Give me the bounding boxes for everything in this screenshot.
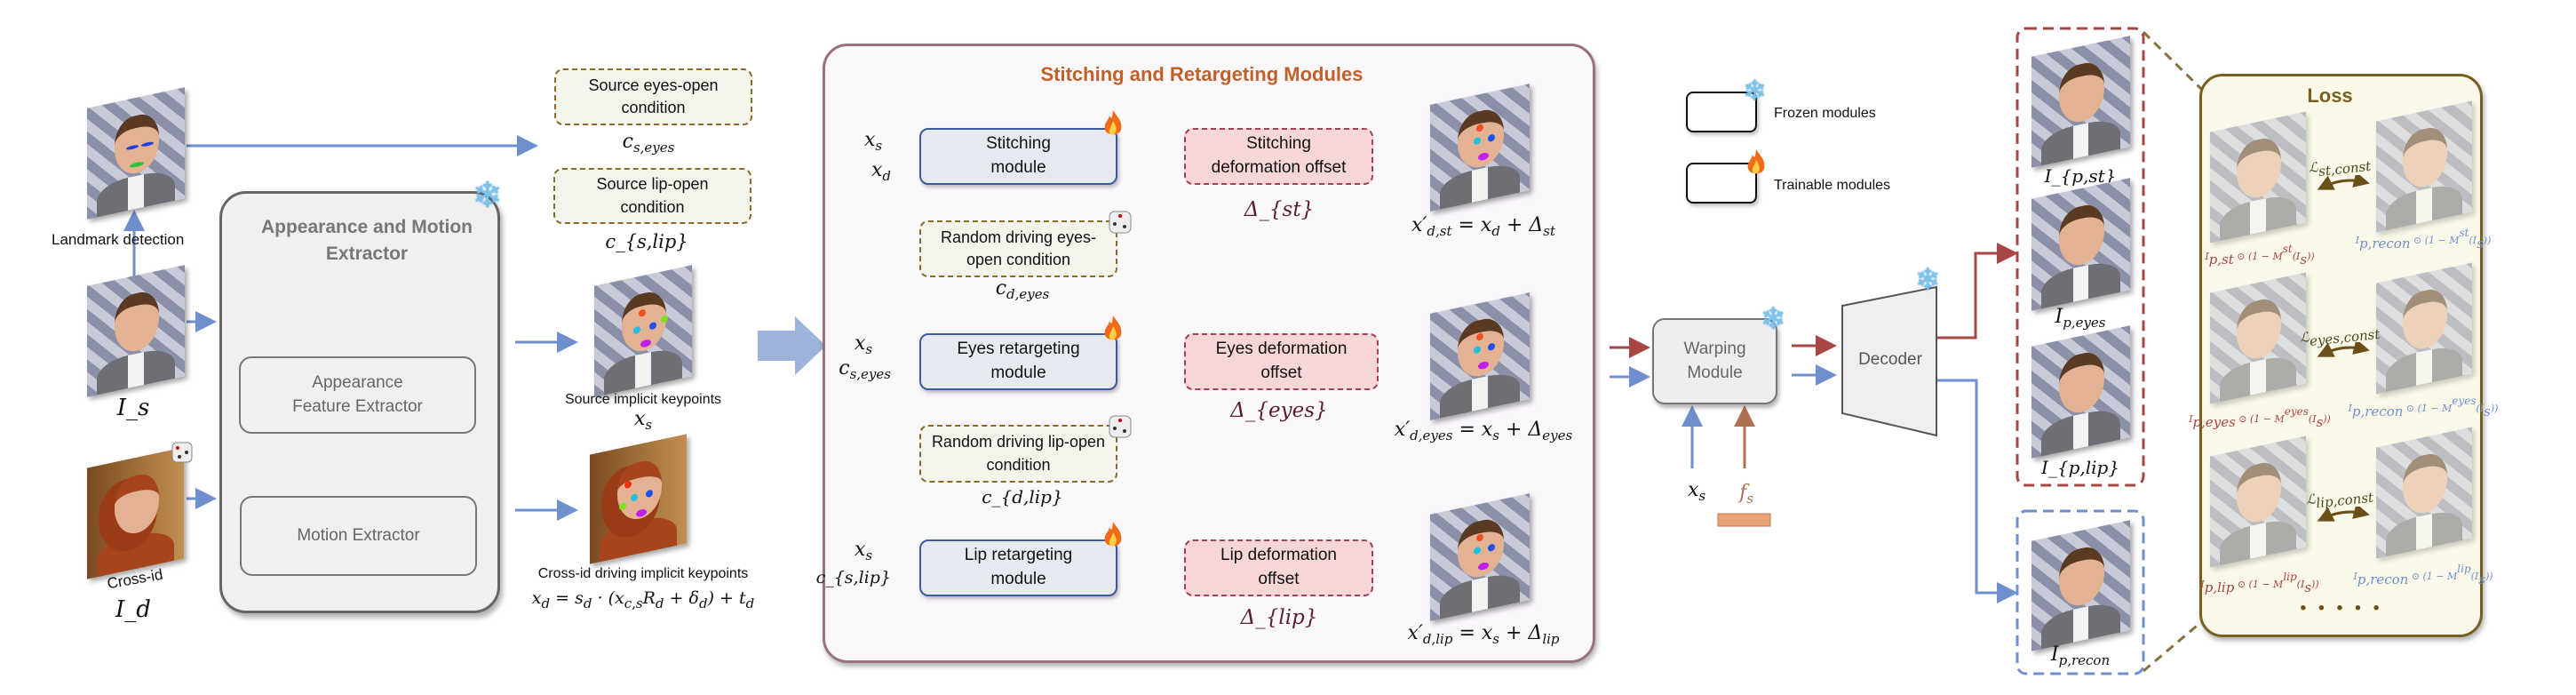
retargeted-keypoints-image	[1430, 292, 1530, 420]
warping-module: Warping Module	[1652, 318, 1777, 404]
c-d-eyes-label: cd,eyes	[995, 277, 1050, 302]
random-eyes-condition: Random driving eyes-open condition	[919, 220, 1117, 277]
source-image	[87, 265, 185, 397]
dice-icon	[1109, 211, 1132, 234]
fire-icon	[1104, 522, 1122, 547]
output-eyes-label: Ip,eyes	[2055, 306, 2106, 331]
output-recon-label: Ip,recon	[2050, 643, 2111, 668]
output-image-lip	[2031, 325, 2130, 459]
c-s-eyes-label: cs,eyes	[622, 131, 675, 156]
landmark-image	[87, 87, 185, 220]
keypoint-equation: x′d,eyes = xs + Δeyes	[1394, 419, 1573, 443]
driving-keypoints-image	[590, 434, 687, 564]
loss-title: Loss	[2307, 84, 2353, 107]
outputs-blue-box	[2015, 509, 2145, 675]
snowflake-icon: ❄	[473, 176, 503, 215]
decoder-label: Decoder	[1858, 350, 1922, 369]
driving-image-label: I_d	[115, 596, 151, 623]
c-s-lip-label: c_{s,lip}	[605, 231, 688, 252]
loss-left-label: Ip,st ⊙ (1 − Mst(Is))	[2205, 243, 2315, 268]
loss-right-label: Ip,recon ⊙ (1 − Mst(Is))	[2355, 227, 2492, 252]
fire-icon	[1104, 316, 1122, 340]
source-eyes-open-condition: Source eyes-open condition	[554, 68, 752, 125]
sr-title: Stitching and Retargeting Modules	[1040, 63, 1364, 85]
source-keypoints-image	[594, 265, 692, 397]
loss-left-label: Ip,lip ⊙ (1 − Mlip(Is))	[2200, 571, 2319, 595]
keypoint-equation: x′d,lip = xs + Δlip	[1407, 622, 1560, 647]
loss-image-left	[2210, 111, 2306, 244]
module-input-2: c_{s,lip}	[815, 568, 891, 587]
big-arrow	[758, 316, 826, 375]
deformation-offset-2: Lip deformation offset	[1184, 539, 1373, 596]
delta-label: Δ_{eyes}	[1230, 399, 1328, 422]
deformation-offset-1: Eyes deformation offset	[1184, 333, 1379, 390]
loss-image-right	[2376, 427, 2472, 559]
source-keypoints-label: Source implicit keypoints	[564, 392, 722, 407]
delta-label: Δ_{st}	[1244, 198, 1315, 221]
delta-label: Δ_{lip}	[1240, 606, 1318, 629]
loss-image-left	[2210, 435, 2306, 568]
legend-trainable-box	[1686, 163, 1757, 204]
ame-title: Appearance and Motion Extractor	[260, 217, 473, 264]
appearance-feature-extractor: Appearance Feature Extractor	[239, 356, 476, 434]
module-input-1: xs	[854, 539, 873, 563]
legend-frozen-label: Frozen modules	[1774, 106, 1876, 121]
loss-right-label: Ip,recon ⊙ (1 − Meyes(Is))	[2348, 395, 2499, 419]
snowflake-icon: ❄	[1743, 75, 1767, 107]
retargeting-module-2: Lip retargeting module	[919, 539, 1117, 596]
double-arrow-icon	[2317, 175, 2370, 190]
legend-trainable-label: Trainable modules	[1774, 178, 1891, 193]
double-arrow-icon	[2317, 342, 2370, 357]
fs-feature-block	[1717, 513, 1771, 527]
fire-icon	[1104, 110, 1122, 135]
double-arrow-icon	[2317, 507, 2370, 522]
snowflake-icon: ❄	[1761, 302, 1786, 336]
keypoint-equation: x′d,st = xd + Δst	[1411, 214, 1555, 239]
module-input-2: cs,eyes	[839, 357, 891, 382]
retargeting-module-1: Eyes retargeting module	[919, 333, 1117, 390]
driving-image	[87, 447, 184, 579]
legend-frozen-box	[1686, 92, 1757, 132]
loss-ellipsis: • • • • •	[2300, 598, 2383, 619]
retargeted-keypoints-image	[1430, 493, 1530, 621]
arrow-decoder-to-recon	[1936, 379, 2018, 603]
source-image-label: I_s	[116, 395, 150, 421]
dice-icon	[1109, 415, 1132, 438]
random-lip-condition: Random driving lip-open condition	[919, 425, 1117, 483]
retargeting-module-0: Stitching module	[919, 128, 1117, 185]
module-input-1: xs	[863, 129, 883, 154]
motion-extractor: Motion Extractor	[240, 496, 477, 576]
driving-keypoints-equation: xd = sd · (xc,sRd + δd) + td	[531, 588, 755, 611]
source-lip-open-condition: Source lip-open condition	[553, 168, 751, 224]
output-image-recon	[2031, 520, 2130, 651]
c-d-lip-label: c_{d,lip}	[982, 486, 1063, 507]
x-s-label: xs	[633, 408, 653, 433]
arrow-decoder-to-outputs	[1936, 243, 2018, 340]
loss-image-right	[2376, 262, 2472, 395]
appearance-motion-extractor	[219, 191, 500, 613]
landmark-detection-label: Landmark detection	[52, 231, 185, 248]
warp-fs-label: fs	[1739, 482, 1753, 507]
module-input-1: xs	[854, 332, 873, 357]
snowflake-icon: ❄	[1915, 263, 1941, 297]
loss-image-right	[2376, 100, 2472, 233]
driving-keypoints-label: Cross-id driving implicit keypoints	[537, 566, 749, 581]
deformation-offset-0: Stitching deformation offset	[1184, 128, 1373, 185]
outputs-red-box	[2015, 27, 2145, 487]
warp-xs-label: xs	[1687, 479, 1706, 504]
dice-icon	[171, 442, 193, 463]
retargeted-keypoints-image	[1430, 84, 1530, 212]
loss-right-label: Ip,recon ⊙ (1 − Mlip(Is))	[2353, 563, 2493, 587]
loss-left-label: Ip,eyes ⊙ (1 − Meyes(Is))	[2189, 405, 2331, 430]
module-input-2: xd	[871, 159, 891, 184]
output-image-st	[2031, 36, 2130, 168]
output-lip-label: I_{p,lip}	[2040, 457, 2120, 478]
decoder-shape	[1841, 285, 1937, 437]
loss-image-left	[2210, 272, 2306, 404]
fire-icon	[1747, 149, 1765, 174]
output-image-eyes	[2031, 178, 2130, 311]
